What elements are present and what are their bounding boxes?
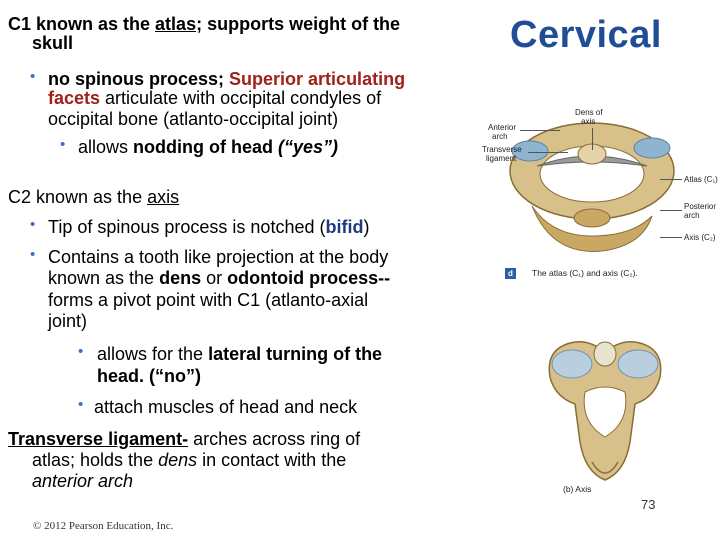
figure-caption-atlas-axis: The atlas (C₁) and axis (C₂).: [532, 268, 638, 278]
c1-bullet-1-line3: occipital bone (atlanto-occipital joint): [48, 109, 339, 129]
c2-bullet-1: Tip of spinous process is notched (bifid…: [48, 217, 370, 237]
c1-bullet-1-line2: facets articulate with occipital condyle…: [48, 88, 382, 108]
c2-bullet-2-line4: joint): [48, 311, 88, 331]
axis-body-shape: [531, 205, 653, 252]
label-atlas: Atlas (C₁): [684, 175, 718, 184]
bullet-icon: •: [78, 396, 84, 413]
leader-line: [660, 237, 682, 238]
bullet-icon: •: [78, 343, 84, 360]
figure-caption-badge: d: [505, 268, 516, 279]
posterior-tubercle-shape: [573, 208, 611, 228]
left-superior-facet-shape: [551, 349, 593, 379]
page-number: 73: [641, 497, 656, 512]
bullet-icon: •: [30, 246, 36, 263]
c2-heading: C2 known as the axis: [8, 187, 180, 207]
leader-line: [660, 210, 682, 211]
leader-line: [660, 179, 682, 180]
c2-bullet-2-line3: forms a pivot point with C1 (atlanto-axi…: [48, 290, 369, 310]
c1-bullet-1: no spinous process; Superior articulatin…: [48, 69, 406, 89]
right-superior-facet-shape: [617, 349, 659, 379]
c2-bullet-2-line2: known as the dens or odontoid process--: [48, 268, 391, 288]
c1-sub-bullet-1: allows nodding of head (“yes”): [78, 137, 339, 157]
left-facet-shape: [511, 140, 549, 162]
axis-illustration: [548, 340, 662, 481]
ligament-line3: anterior arch: [32, 471, 134, 491]
slide-title: Cervical: [510, 14, 662, 56]
c2-bullet-2: Contains a tooth like projection at the …: [48, 247, 389, 267]
c2-sub-bullet-2: attach muscles of head and neck: [94, 397, 358, 417]
c2-sub-bullet-1-line2: head. (“no”): [97, 366, 201, 386]
ligament-line2: atlas; holds the dens in contact with th…: [32, 450, 347, 470]
bullet-icon: •: [30, 68, 36, 85]
c2-sub-bullet-1: allows for the lateral turning of the: [97, 344, 383, 364]
figure-caption-axis: (b) Axis: [563, 484, 592, 494]
atlas-axis-illustration: [509, 122, 675, 252]
leader-line: [592, 128, 593, 150]
vertebral-foramen-shape: [583, 386, 627, 438]
bifid-spinous-tip-shape: [591, 461, 619, 474]
leader-line: [520, 130, 560, 131]
copyright-notice: © 2012 Pearson Education, Inc.: [33, 520, 174, 532]
c1-heading-line2: skull: [32, 33, 74, 53]
bullet-icon: •: [60, 136, 66, 153]
bullet-icon: •: [30, 216, 36, 233]
label-axis: Axis (C₂): [684, 233, 716, 242]
leader-line: [528, 152, 568, 153]
c1-heading: C1 known as the atlas; supports weight o…: [8, 14, 401, 34]
ligament-line1: Transverse ligament- arches across ring …: [8, 429, 361, 449]
dens-shape: [593, 341, 617, 367]
right-facet-shape: [633, 137, 671, 159]
